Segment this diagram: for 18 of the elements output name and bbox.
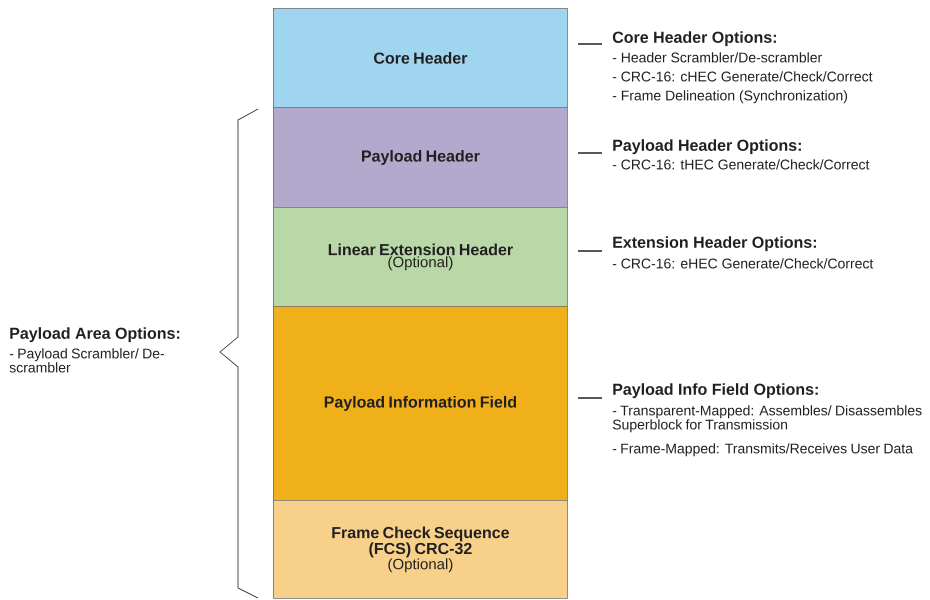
layer-box: Core Header [273, 8, 568, 108]
option-item: - Header Scrambler/De-scrambler [612, 52, 822, 62]
layer-box: Payload Header [273, 107, 568, 208]
option-heading: Extension Header Options: [613, 236, 816, 252]
option-item: - CRC-16: tHEC Generate/Check/Correct [612, 159, 870, 170]
option-heading: Core Header Options: [612, 31, 776, 46]
option-heading: Payload Header Options: [613, 139, 801, 154]
layer-box: Linear Extension Header (Optional) [273, 207, 568, 307]
option-item: - Transparent-Mapped: Assembles/ Disassembles Superblock for Transmission [612, 405, 922, 432]
option-item: - Frame-Mapped: Transmits/Receives User Data [612, 443, 913, 456]
option-item: - CRC-16: cHEC Generate/Check/Correct [612, 71, 872, 82]
option-item: - CRC-16: eHEC Generate/Check/Correct [612, 258, 874, 268]
option-heading: Payload Info Field Options: [613, 383, 818, 398]
layer-box: Frame Check Sequence (FCS) CRC-32 (Optional) [273, 500, 568, 599]
option-heading: Payload Area Options: [10, 327, 180, 342]
option-item: - Frame Delineation (Synchronization) [612, 90, 848, 104]
layer-box: Payload Information Field [273, 306, 568, 501]
option-item: - Payload Scrambler/ De-scrambler [10, 348, 164, 373]
